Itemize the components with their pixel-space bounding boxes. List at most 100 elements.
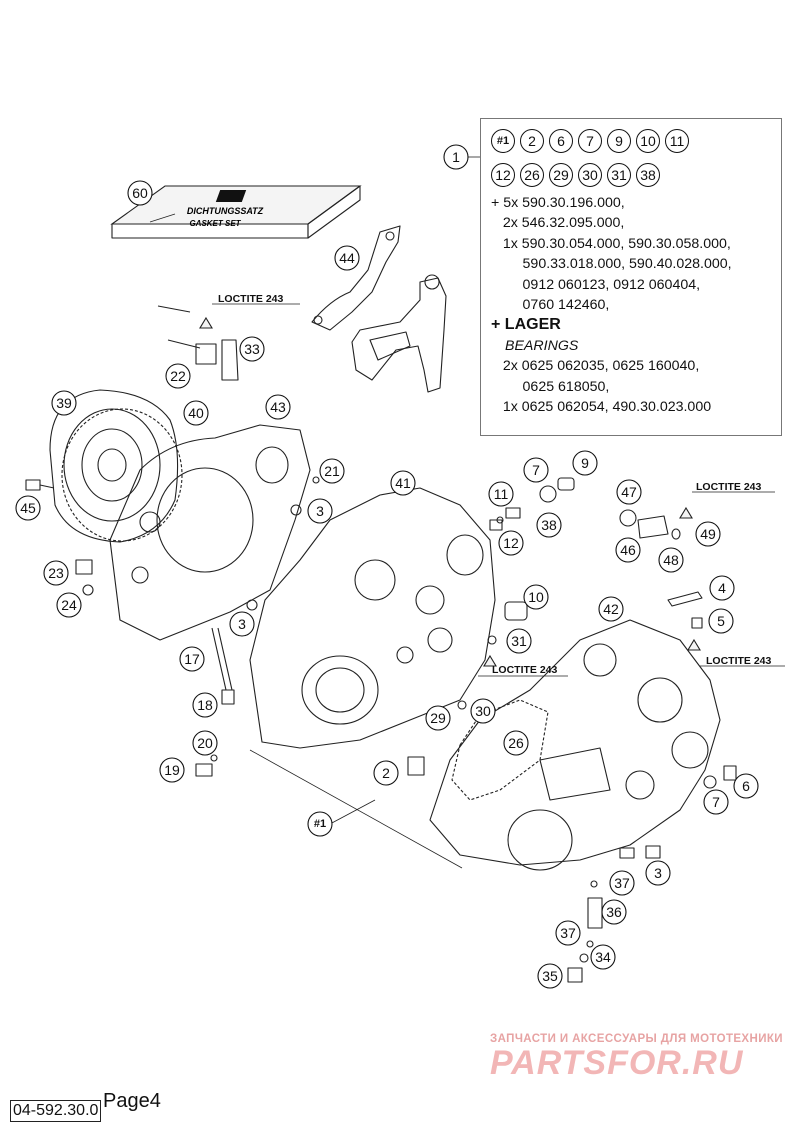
svg-text:21: 21 <box>324 463 340 479</box>
svg-text:17: 17 <box>184 651 200 667</box>
svg-text:60: 60 <box>132 185 148 201</box>
svg-text:1: 1 <box>452 149 460 165</box>
svg-text:37: 37 <box>560 925 576 941</box>
svg-text:33: 33 <box>244 341 260 357</box>
svg-text:3: 3 <box>316 503 324 519</box>
callout-7-lower: 7 <box>703 789 729 815</box>
callout-34: 34 <box>590 944 616 970</box>
callout-38: 38 <box>536 512 562 538</box>
included-part: 26 <box>520 163 544 187</box>
callout-37-lower: 37 <box>555 920 581 946</box>
included-part: 31 <box>607 163 631 187</box>
included-part: 30 <box>578 163 602 187</box>
callout-23: 23 <box>43 560 69 586</box>
callout-7-upper: 7 <box>523 457 549 483</box>
included-part: 9 <box>607 129 631 153</box>
callout-26: 26 <box>503 730 529 756</box>
callout-43: 43 <box>265 394 291 420</box>
svg-text:31: 31 <box>511 633 527 649</box>
included-part: 11 <box>665 129 689 153</box>
watermark-brand: PARTSFOR.RU <box>490 1044 744 1082</box>
callout-19: 19 <box>159 757 185 783</box>
outer-clutch-cover <box>49 389 179 543</box>
callout-45: 45 <box>15 495 41 521</box>
small-parts <box>25 305 320 777</box>
left-crankcase-half <box>249 487 496 749</box>
svg-text:45: 45 <box>20 500 36 516</box>
parts-info-box: #1 2 6 7 9 10 11 12 26 29 30 31 38 + 5x … <box>480 118 782 436</box>
callout-47: 47 <box>616 479 642 505</box>
loctite-label-center: LOCTITE 243 <box>492 664 558 676</box>
callout-36: 36 <box>601 899 627 925</box>
callout-3-middle: 3 <box>229 611 255 637</box>
callout-35: 35 <box>537 963 563 989</box>
part-line: 0912 060123, 0912 060404, <box>491 276 701 293</box>
svg-text:11: 11 <box>494 486 509 502</box>
svg-text:39: 39 <box>56 395 72 411</box>
svg-text:49: 49 <box>700 526 716 542</box>
callout-5: 5 <box>708 608 734 634</box>
svg-text:41: 41 <box>395 475 411 491</box>
callout-33: 33 <box>239 336 265 362</box>
loctite-label-top: LOCTITE 243 <box>218 293 284 305</box>
callout-46: 46 <box>615 537 641 563</box>
included-parts-row-2: 12 26 29 30 31 38 <box>491 163 660 187</box>
part-line: 1x 590.30.054.000, 590.30.058.000, <box>491 235 731 252</box>
callout-29: 29 <box>425 705 451 731</box>
callout-6: 6 <box>733 773 759 799</box>
svg-text:26: 26 <box>508 735 524 751</box>
callout-44: 44 <box>334 245 360 271</box>
callout-2: 2 <box>373 760 399 786</box>
callout-40: 40 <box>183 400 209 426</box>
callout-48: 48 <box>658 547 684 573</box>
included-parts-row-1: #1 2 6 7 9 10 11 <box>491 129 689 153</box>
document-code: 04-592.30.0 <box>10 1100 102 1122</box>
svg-text:4: 4 <box>718 580 726 596</box>
callout-10: 10 <box>523 584 549 610</box>
bearing-line: 1x 0625 062054, 490.30.023.000 <box>491 399 712 416</box>
svg-text:7: 7 <box>532 462 540 478</box>
included-part: 2 <box>520 129 544 153</box>
svg-text:30: 30 <box>475 703 491 719</box>
svg-text:35: 35 <box>542 968 558 984</box>
callout-1-infobox: 1 <box>443 144 469 170</box>
callout-12: 12 <box>498 530 524 556</box>
callout-22: 22 <box>165 363 191 389</box>
svg-text:19: 19 <box>164 762 180 778</box>
callout-3-lower: 3 <box>645 860 671 886</box>
svg-text:48: 48 <box>663 552 679 568</box>
part-line: + 5x 590.30.196.000, <box>491 195 625 211</box>
callout-37-upper: 37 <box>609 870 635 896</box>
svg-text:42: 42 <box>603 601 619 617</box>
part-line: 590.33.018.000, 590.40.028.000, <box>491 256 732 273</box>
inner-clutch-cover <box>109 424 311 641</box>
svg-text:23: 23 <box>48 565 64 581</box>
svg-text:40: 40 <box>188 405 204 421</box>
svg-text:2: 2 <box>382 765 390 781</box>
included-part: 6 <box>549 129 573 153</box>
svg-text:6: 6 <box>742 778 750 794</box>
callout-30: 30 <box>470 698 496 724</box>
included-part: 7 <box>578 129 602 153</box>
svg-text:10: 10 <box>528 589 544 605</box>
leader-lines <box>149 156 785 869</box>
part-line: 0760 142460, <box>491 297 610 314</box>
callout-1-crankcase: #1 <box>307 811 333 837</box>
svg-text:20: 20 <box>197 735 213 751</box>
included-part: 38 <box>636 163 660 187</box>
svg-text:3: 3 <box>238 616 246 632</box>
svg-text:9: 9 <box>581 455 589 471</box>
brand-logo <box>215 190 247 202</box>
callout-49: 49 <box>695 521 721 547</box>
callout-42: 42 <box>598 596 624 622</box>
svg-text:#1: #1 <box>314 818 326 830</box>
svg-text:34: 34 <box>595 949 611 965</box>
bearing-line: 2x 0625 062035, 0625 160040, <box>491 358 700 375</box>
svg-text:37: 37 <box>614 875 630 891</box>
callout-39: 39 <box>51 390 77 416</box>
part-line: 2x 546.32.095.000, <box>491 215 625 232</box>
lager-title: + LAGER <box>491 316 561 334</box>
svg-text:22: 22 <box>170 368 186 384</box>
bearings-subtitle: BEARINGS <box>505 337 579 354</box>
